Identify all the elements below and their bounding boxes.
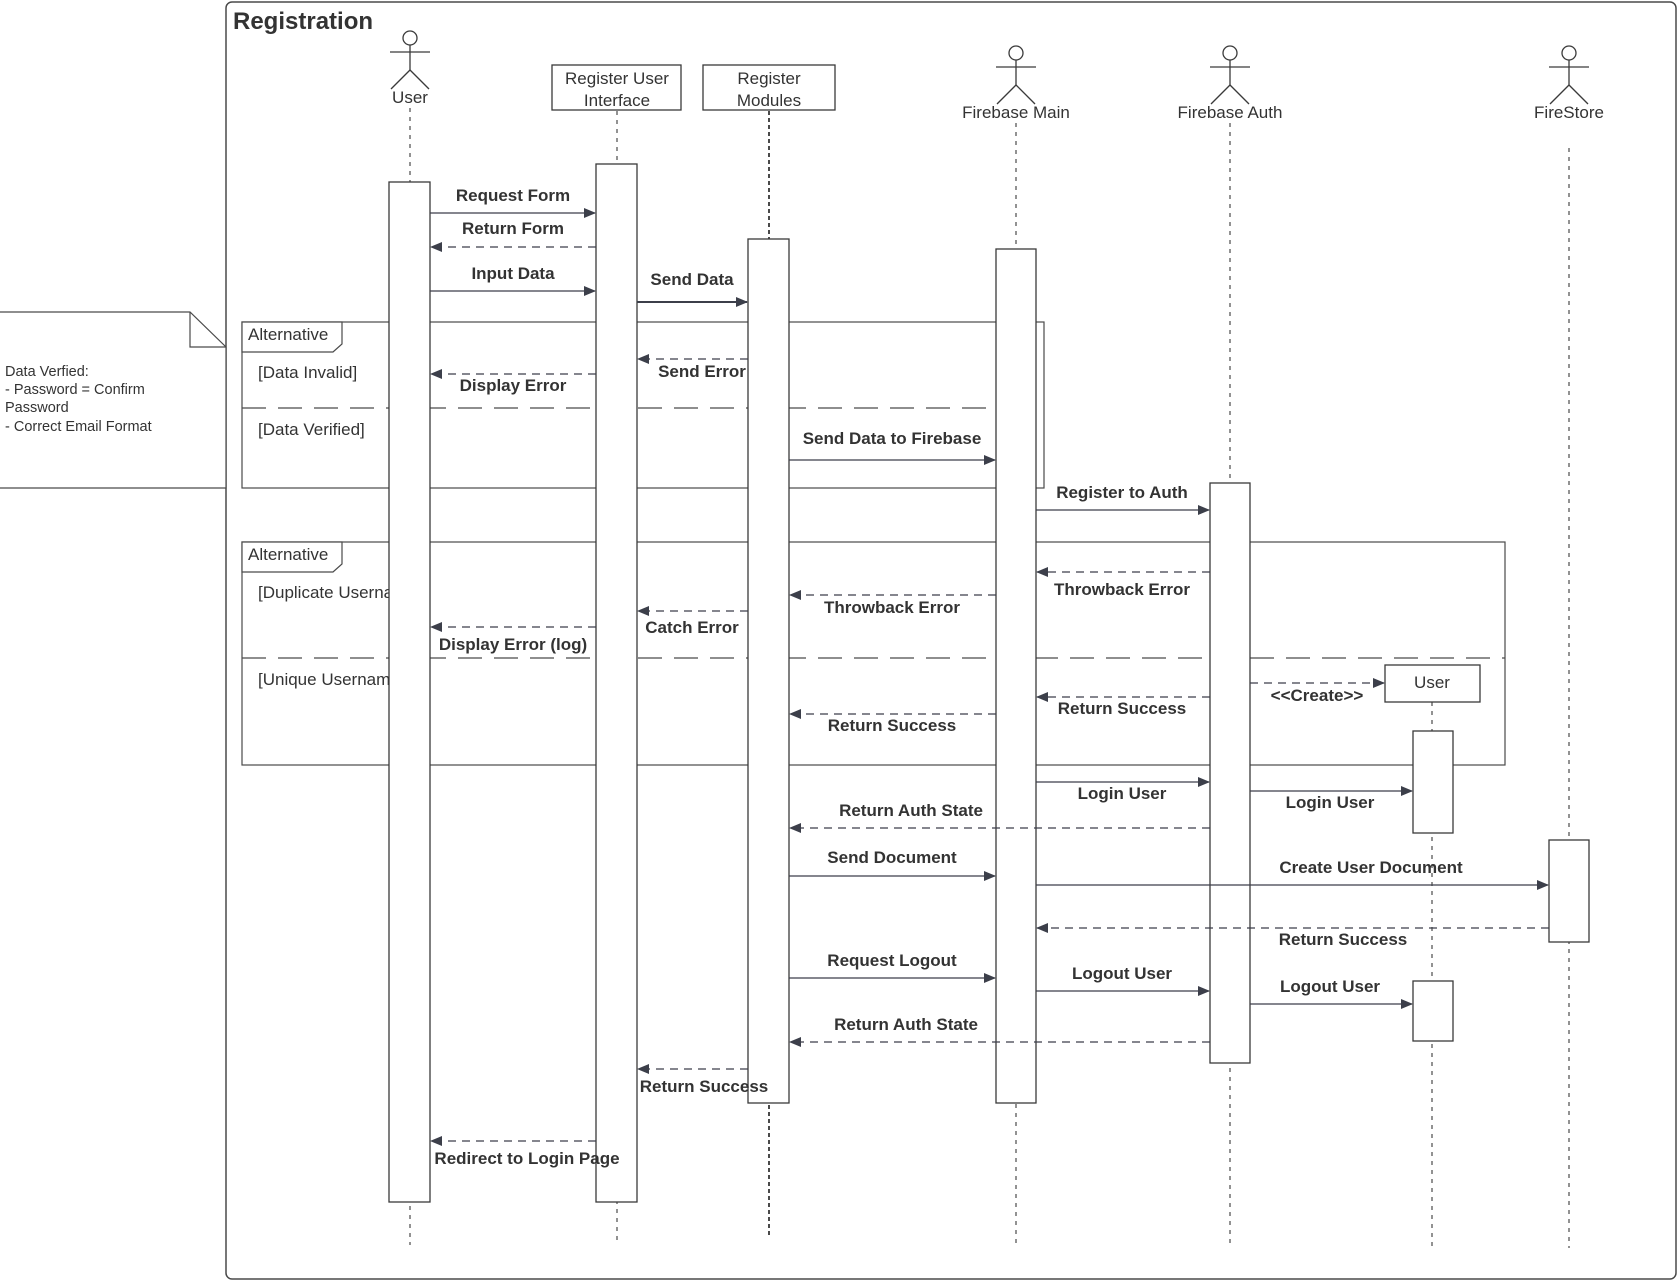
actor-head [1561, 45, 1577, 61]
diagram-frame [225, 1, 1677, 1280]
note-fold [189, 312, 226, 348]
actor-leg [1015, 84, 1036, 105]
participant-label-line: Register User [565, 69, 669, 88]
participant-firebase-main-label: Firebase Main [962, 103, 1070, 122]
message-label: <<Create>> [1271, 686, 1364, 705]
message-label: Catch Error [645, 618, 739, 637]
actor-leg [409, 69, 430, 90]
message-label: Return Success [1058, 699, 1187, 718]
participant-register-user-interface [551, 64, 682, 111]
activation-bar [595, 163, 638, 1203]
message-label: Login User [1286, 793, 1375, 812]
actor-leg [390, 69, 411, 90]
fragment-operator: Alternative [248, 545, 328, 564]
note-line: - Correct Email Format [5, 419, 152, 435]
message-label: Input Data [471, 264, 555, 283]
activation-bar [1412, 730, 1454, 834]
participant-register-modules [702, 64, 836, 111]
message-label: Return Success [1279, 930, 1408, 949]
message-label: Send Data [650, 270, 734, 289]
fragment-frame [241, 541, 1506, 766]
fragment-operator: Alternative [248, 325, 328, 344]
message-label: Request Form [456, 186, 570, 205]
participant-label-line: Register [737, 69, 801, 88]
message-label: Throwback Error [1054, 580, 1190, 599]
message-label: Register to Auth [1056, 483, 1188, 502]
participant-firestore [1549, 45, 1589, 105]
participant-user [390, 30, 430, 90]
actor-leg [1549, 84, 1570, 105]
fragment-tab [241, 541, 343, 573]
message-label: Send Document [827, 848, 957, 867]
fragment-alternative-1: Alternative [Data Invalid] [Data Verifie… [241, 321, 1045, 489]
fragment-frame [241, 321, 1045, 489]
participant-user-object-label: User [1414, 673, 1450, 692]
participant-user-label: User [392, 88, 428, 107]
actor-head [402, 30, 418, 46]
note-line: - Password = Confirm [5, 382, 145, 398]
message-label: Send Error [658, 362, 746, 381]
message-label: Return Success [640, 1077, 769, 1096]
actor-leg [1568, 84, 1589, 105]
actor-leg [996, 84, 1017, 105]
message-label: Display Error (log) [439, 635, 587, 654]
fragment-tab [241, 321, 343, 353]
activations [388, 163, 1590, 1203]
message-label: Redirect to Login Page [434, 1149, 619, 1168]
message-label: Throwback Error [824, 598, 960, 617]
message-label: Return Form [462, 219, 564, 238]
message-label: Display Error [460, 376, 567, 395]
fragment-guard: [Data Invalid] [258, 363, 357, 382]
activation-bar [995, 248, 1037, 1104]
activation-bar [747, 238, 790, 1104]
participant-label-line: Modules [737, 91, 801, 110]
message-label: Create User Document [1279, 858, 1463, 877]
note-line: Data Verfied: [5, 364, 89, 380]
message-label: Return Auth State [834, 1015, 978, 1034]
message-labels: Request Form Return Form Input Data Send… [434, 186, 1463, 1168]
activation-bar [1209, 482, 1251, 1064]
actor-leg [1229, 84, 1250, 105]
diagram-title: Registration [233, 8, 373, 35]
participant-label-line: Interface [584, 91, 650, 110]
participant-user-object [1384, 664, 1481, 703]
fragment-guard: [Data Verified] [258, 420, 365, 439]
message-label: Return Success [828, 716, 957, 735]
actor-leg [1210, 84, 1231, 105]
activation-bar [1412, 980, 1454, 1042]
participant-firebase-auth [1210, 45, 1250, 105]
messages [430, 208, 1549, 1146]
actor-head [1008, 45, 1024, 61]
fragment-guard: [Unique Username] [258, 670, 404, 689]
activation-bar [1548, 839, 1590, 943]
fragment-alternative-2: Alternative [Duplicate Username] [Unique… [241, 541, 1506, 766]
note-line: Password [5, 400, 69, 416]
message-label: Request Logout [827, 951, 957, 970]
actor-head [1222, 45, 1238, 61]
message-label: Logout User [1280, 977, 1380, 996]
participant-firebase-main [996, 45, 1036, 105]
participant-firebase-auth-label: Firebase Auth [1178, 103, 1283, 122]
note: Data Verfied: - Password = Confirm Passw… [0, 311, 227, 489]
participant-firestore-label: FireStore [1534, 103, 1604, 122]
message-label: Return Auth State [839, 801, 983, 820]
message-label: Send Data to Firebase [803, 429, 982, 448]
message-label: Login User [1078, 784, 1167, 803]
fragment-guard: [Duplicate Username] [258, 583, 421, 602]
message-label: Logout User [1072, 964, 1172, 983]
activation-bar [388, 181, 431, 1203]
